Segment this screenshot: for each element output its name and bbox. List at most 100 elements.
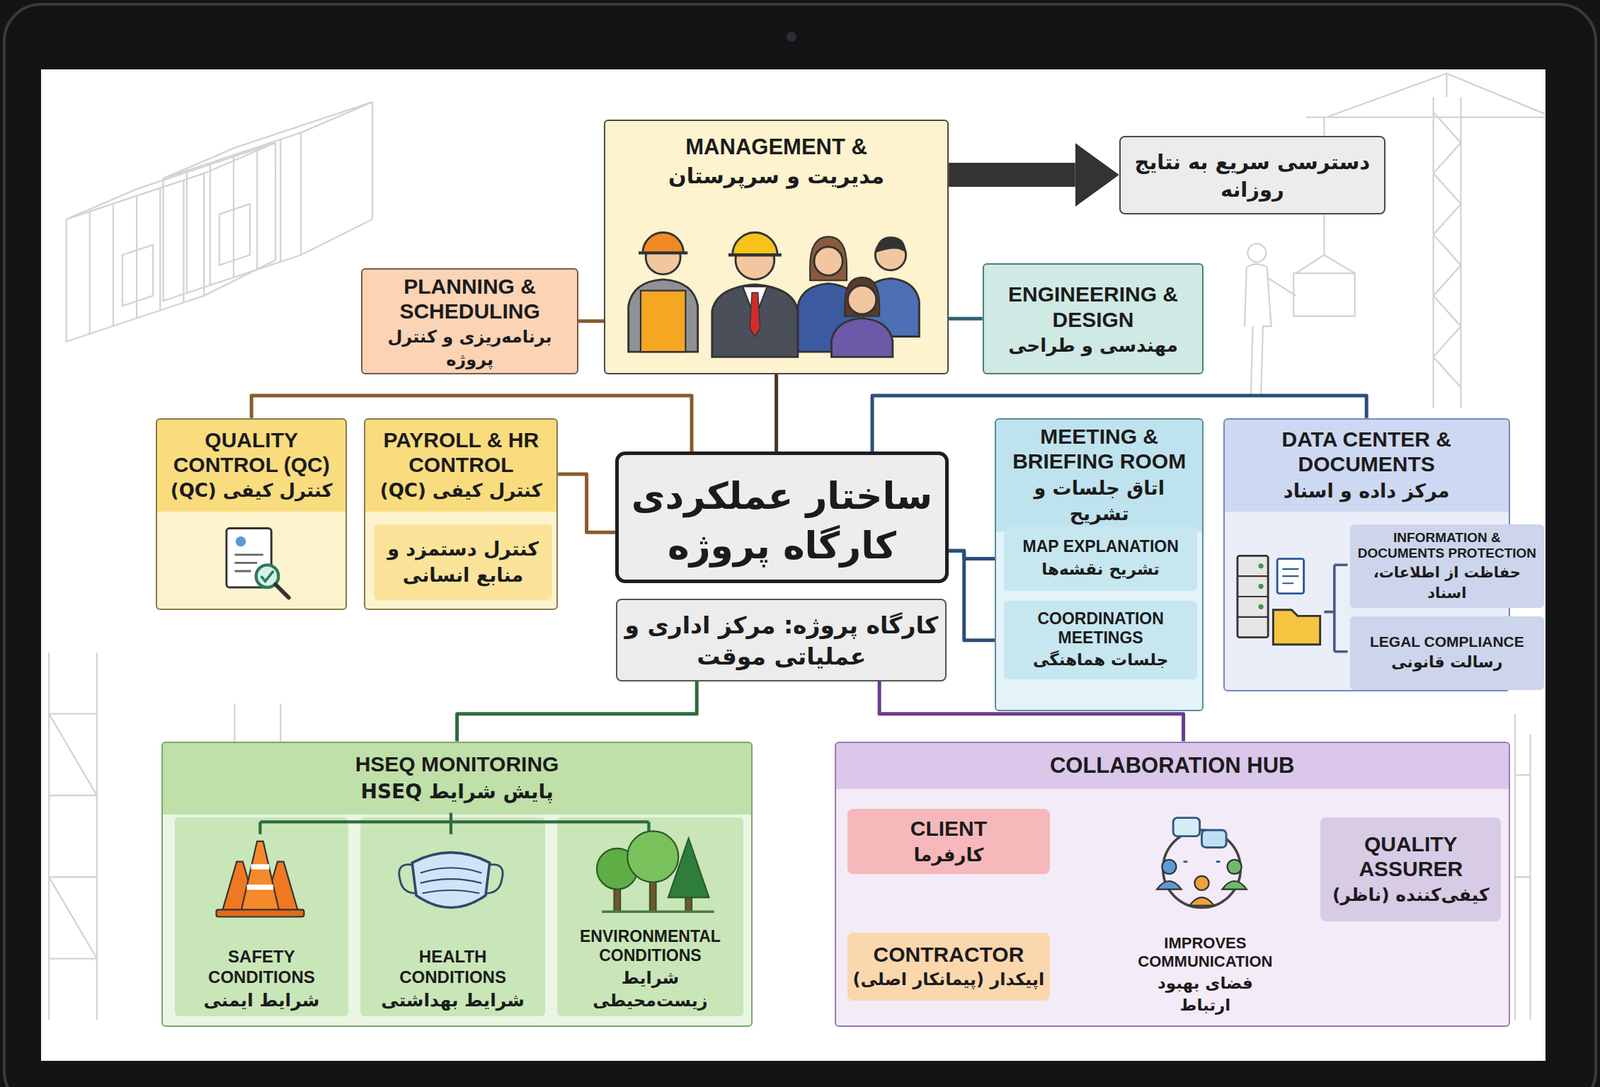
cone-icon bbox=[215, 841, 304, 918]
mask-icon bbox=[399, 865, 503, 895]
payroll-panel: کنترل دستمزد و منابع انسانی PAYROLL & HR … bbox=[363, 418, 558, 611]
manager-figure bbox=[735, 240, 775, 280]
box-heading: INFORMATION & DOCUMENTS PROTECTION bbox=[1355, 530, 1539, 563]
box-heading: PAYROLL & HR CONTROL bbox=[370, 427, 551, 478]
text-group: HSEQ MONITORINGپایش شرایط HSEQ bbox=[162, 743, 752, 815]
box-heading: IMPROVES COMMUNICATION bbox=[1134, 934, 1276, 972]
text-group: INFORMATION & DOCUMENTS PROTECTIONحفاظت … bbox=[1350, 524, 1545, 609]
box-heading: MAP EXPLANATION bbox=[1023, 537, 1179, 557]
cone-icon bbox=[222, 862, 257, 912]
cone-icon bbox=[247, 867, 274, 888]
inspection-icon bbox=[226, 528, 289, 598]
server-icon bbox=[1237, 555, 1268, 638]
man-figure bbox=[875, 240, 906, 271]
wage-box: کنترل دستمزد و منابع انسانی bbox=[373, 524, 553, 601]
text-group: MEETING & BRIEFING ROOMاتاق جلسات و تشری… bbox=[996, 419, 1203, 532]
text-group: ساختار عملکردی کارگاه پروژه bbox=[618, 455, 946, 587]
result-box: دسترسی سریع به نتایج روزانه bbox=[1119, 135, 1386, 215]
party-box: CONTRACTORاپیکدار (پیمانکار اصلی) bbox=[847, 933, 1051, 1002]
data-panel: INFORMATION & DOCUMENTS PROTECTIONحفاظت … bbox=[1223, 418, 1511, 692]
text-group: DATA CENTER & DOCUMENTSمرکز داده و اسناد bbox=[1224, 419, 1509, 512]
box-subtitle: برنامه‌ریزی و کنترل پروژه bbox=[368, 325, 572, 372]
box-subtitle: مدیریت و سرپرستان bbox=[668, 162, 885, 192]
manager-figure bbox=[712, 232, 798, 358]
connector bbox=[948, 162, 1076, 187]
frame-drawing bbox=[1515, 714, 1531, 1021]
connector bbox=[457, 681, 698, 742]
communication-icon bbox=[1163, 830, 1242, 909]
container-drawing bbox=[66, 143, 276, 342]
man-figure bbox=[862, 236, 920, 337]
text-group: CLIENTکارفرما bbox=[847, 809, 1051, 875]
text-group: CONTRACTORاپیکدار (پیمانکار اصلی) bbox=[847, 933, 1051, 1002]
central-title-box: ساختار عملکردی کارگاه پروژه bbox=[615, 451, 949, 584]
communication-icon bbox=[1183, 860, 1221, 864]
box-heading: ENGINEERING & DESIGN bbox=[989, 281, 1198, 333]
box-heading: PLANNING & SCHEDULING bbox=[368, 273, 572, 325]
container-drawing bbox=[89, 180, 185, 334]
server-icon bbox=[1258, 563, 1264, 569]
communication-icon bbox=[1201, 830, 1227, 848]
woman-figure bbox=[831, 318, 893, 358]
text-group: کنترل دستمزد و منابع انسانی bbox=[373, 524, 553, 601]
communication-icon bbox=[1227, 860, 1242, 875]
box-subtitle: کارفرما bbox=[913, 843, 984, 868]
box-heading: HSEQ MONITORING bbox=[355, 751, 560, 777]
party-box: QUALITY ASSURERکیفی‌کننده (ناظر) bbox=[1320, 817, 1501, 922]
cone-icon bbox=[263, 862, 299, 912]
box-heading: کارگاه پروژه: مرکز اداری و عملیاتی موقت bbox=[623, 610, 940, 674]
woman-figure bbox=[847, 285, 876, 314]
connector bbox=[578, 319, 604, 323]
subtitle-box: کارگاه پروژه: مرکز اداری و عملیاتی موقت bbox=[615, 598, 947, 682]
box-subtitle: کیفی‌کننده (ناظر) bbox=[1332, 883, 1490, 908]
tree-icon bbox=[627, 831, 679, 883]
cone-icon bbox=[240, 841, 280, 914]
communication-icon bbox=[1221, 881, 1247, 890]
worker-figure bbox=[640, 290, 686, 352]
hseq-branch-lines bbox=[259, 812, 649, 834]
server-icon bbox=[1237, 576, 1268, 618]
management-box: MANAGEMENT &مدیریت و سرپرستان bbox=[603, 119, 949, 375]
box-heading: دسترسی سریع به نتایج روزانه bbox=[1126, 148, 1379, 204]
inspection-icon bbox=[226, 528, 272, 588]
box-heading: MEETING & BRIEFING ROOM bbox=[1001, 424, 1197, 475]
collab-panel: CLIENTکارفرما CONTRACTORاپیکدار (پیمانکار… bbox=[834, 741, 1511, 1028]
box-heading: QUALITY ASSURER bbox=[1326, 831, 1496, 883]
box-subtitle: جلسات هماهنگی bbox=[1032, 649, 1169, 672]
communication-icon bbox=[1194, 876, 1209, 891]
text-group: QUALITY ASSURERکیفی‌کننده (ناظر) bbox=[1320, 817, 1501, 922]
server-icon bbox=[1272, 610, 1320, 645]
manager-figure bbox=[728, 253, 782, 257]
woman-figure bbox=[797, 283, 859, 353]
meeting-panel: MAP EXPLANATIONتشریح نقشه‌ها COORDINATION… bbox=[994, 418, 1204, 712]
cone-icon bbox=[215, 909, 304, 917]
text-group: QUALITY CONTROL (QC)کنترل کیفی (QC) bbox=[157, 419, 345, 512]
inspection-icon bbox=[261, 571, 274, 582]
crane-drawing bbox=[1433, 96, 1462, 409]
man-figure bbox=[862, 278, 920, 337]
box-heading: COORDINATION MEETINGS bbox=[1009, 609, 1191, 648]
box-heading: CONTRACTOR bbox=[873, 942, 1025, 968]
woman-figure bbox=[814, 247, 843, 276]
box-heading: LEGAL COMPLIANCE bbox=[1369, 633, 1525, 652]
data-item: INFORMATION & DOCUMENTS PROTECTIONحفاظت … bbox=[1350, 524, 1545, 609]
mask-icon bbox=[412, 853, 490, 909]
box-heading: ENVIRONMENTAL CONDITIONS bbox=[562, 927, 737, 966]
text-group: ENGINEERING & DESIGNمهندسی و طراحی bbox=[984, 264, 1203, 376]
server-icon bbox=[1277, 559, 1304, 594]
box-heading: DATA CENTER & DOCUMENTS bbox=[1230, 426, 1504, 478]
box-subtitle: تشریح نقشه‌ها bbox=[1041, 558, 1160, 581]
frame-drawing bbox=[1515, 714, 1531, 1021]
box-heading: ساختار عملکردی کارگاه پروژه bbox=[624, 471, 940, 571]
icon-layer bbox=[215, 232, 1348, 918]
box-heading: CLIENT bbox=[910, 816, 987, 842]
team-icon bbox=[628, 232, 920, 358]
tree-icon bbox=[596, 848, 638, 890]
text-group: PLANNING & SCHEDULINGبرنامه‌ریزی و کنترل… bbox=[362, 269, 577, 376]
connector bbox=[774, 374, 779, 453]
party-box: CLIENTکارفرما bbox=[847, 809, 1051, 875]
text-group: IMPROVES COMMUNICATIONفضای بهبود ارتباط bbox=[1128, 929, 1282, 1021]
worker-figure bbox=[638, 251, 688, 255]
tree-icon bbox=[668, 838, 710, 899]
